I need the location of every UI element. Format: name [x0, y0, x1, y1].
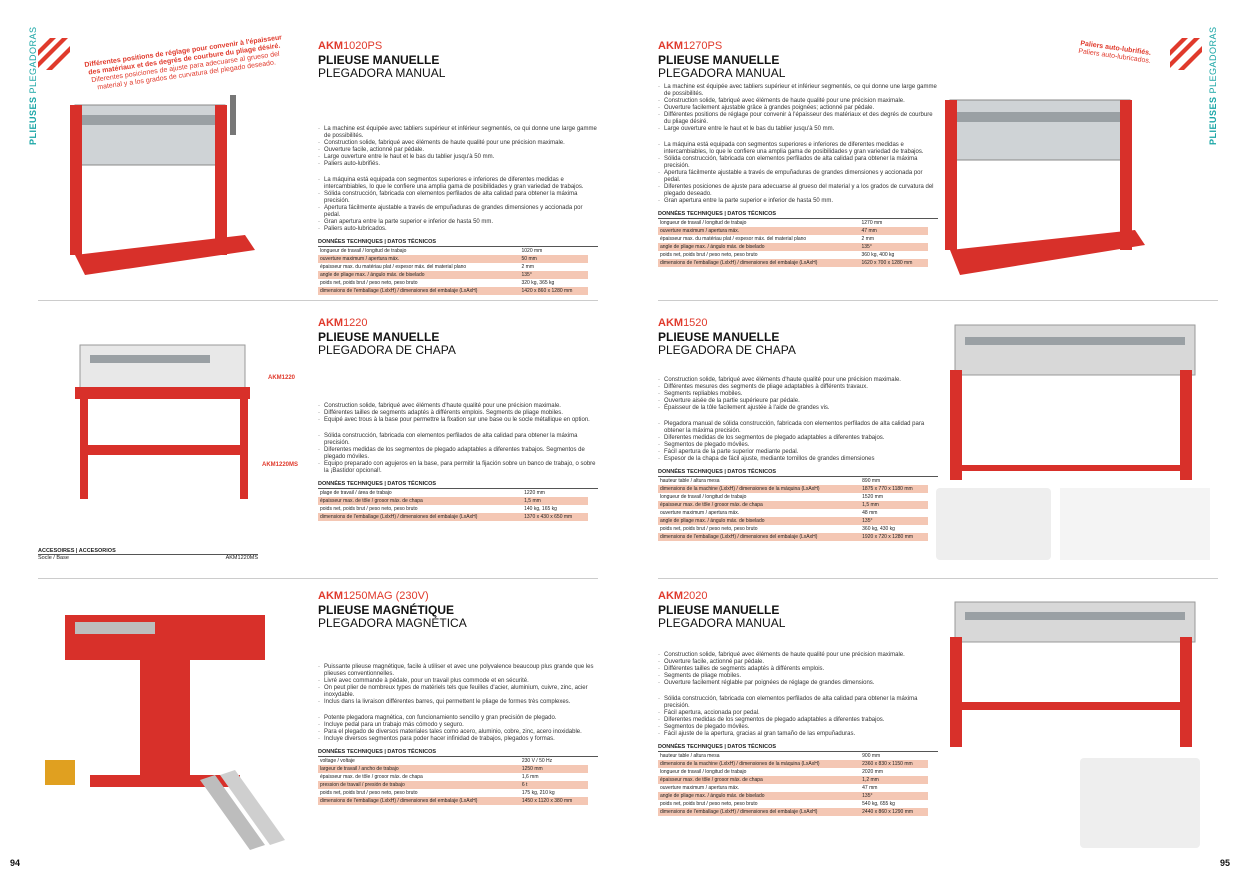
product-akm1270ps: AKM1270PS PLIEUSE MANUELLE PLEGADORA MAN… [658, 40, 938, 267]
product-title-fr: PLIEUSE MANUELLE [318, 53, 440, 67]
product-akm1250mag: AKM1250MAG (230V) PLIEUSE MAGNÉTIQUE PLE… [318, 590, 598, 805]
product-title-fr: PLIEUSE MANUELLE [318, 330, 440, 344]
akm1520-detail-image [936, 488, 1051, 560]
features-es: La máquina está equipada con segmentos s… [658, 142, 938, 205]
akm1220-machine-image [75, 344, 250, 499]
product-akm1020ps: AKM1020PS PLIEUSE MANUELLE PLEGADORA MAN… [318, 40, 598, 295]
section-divider [658, 300, 1218, 301]
section-divider [38, 300, 598, 301]
akm1250mag-machine-image [45, 615, 285, 850]
product-akm1220: AKM1220 PLIEUSE MANUELLE PLEGADORA DE CH… [318, 317, 598, 521]
spec-table-title: DONNÉES TECHNIQUES | DATOS TÉCNICOS [658, 469, 938, 477]
section-side-label: PLIEUSES PLEGADORAS [28, 26, 38, 145]
page-number: 95 [1219, 858, 1230, 868]
product-title-es: PLEGADORA MANUAL [318, 66, 446, 80]
spec-table-title: DONNÉES TECHNIQUES | DATOS TÉCNICOS [318, 749, 598, 757]
product-model: AKM1020PS [318, 40, 383, 52]
spec-table: longueur de travail / longitud de trabaj… [658, 219, 928, 267]
product-title-fr: PLIEUSE MANUELLE [658, 53, 780, 67]
features-fr: Construction solide, fabriqué avec éléme… [658, 652, 938, 687]
accessories-block: ACCESOIRES | ACCESORIOS Socle / Base AKM… [38, 548, 258, 561]
product-title-es: PLEGADORA DE CHAPA [318, 343, 456, 357]
label-akm1220: AKM1220 [268, 375, 296, 381]
brand-stripes-logo [38, 38, 70, 70]
features-es: Sólida construcción, fabricada con eleme… [658, 696, 938, 738]
features-es: La máquina está equipada con segmentos s… [318, 177, 598, 233]
spec-table-title: DONNÉES TECHNIQUES | DATOS TÉCNICOS [658, 744, 938, 752]
features-fr: Construction solide, fabriqué avec éléme… [318, 403, 598, 424]
left-page: PLIEUSES PLEGADORAS Différentes position… [0, 0, 620, 876]
brand-stripes-logo [1170, 38, 1202, 70]
page-number: 94 [10, 858, 21, 868]
spec-table-title: DONNÉES TECHNIQUES | DATOS TÉCNICOS [318, 481, 598, 489]
akm2020-detail-image [1080, 758, 1200, 848]
spec-table-title: DONNÉES TECHNIQUES | DATOS TÉCNICOS [318, 239, 598, 247]
features-fr: La machine est équipée avec tabliers sup… [318, 126, 598, 168]
product-title-fr: PLIEUSE MANUELLE [658, 330, 780, 344]
akm1520-machine-image [950, 324, 1196, 480]
product-title-es: PLEGADORA MAGNÉTICA [318, 616, 467, 630]
product-model: AKM1250MAG (230V) [318, 590, 429, 602]
label-akm1220ms: AKM1220MS [262, 462, 299, 468]
product-model: AKM1520 [658, 317, 708, 329]
features-es: Plegadora manual de sólida construcción,… [658, 421, 938, 463]
feature-callout: Paliers auto-lubrifiés. Paliers auto-lub… [1077, 40, 1152, 66]
features-es: Potente plegadora magnética, con funcion… [318, 715, 598, 743]
section-divider [658, 578, 1218, 579]
product-model: AKM2020 [658, 590, 708, 602]
product-model: AKM1220 [318, 317, 368, 329]
akm1020ps-machine-image [70, 95, 255, 275]
product-title-fr: PLIEUSE MANUELLE [658, 603, 780, 617]
features-fr: Puissante plieuse magnétique, facile à u… [318, 664, 598, 706]
features-es: Sólida construcción, fabricada con eleme… [318, 433, 598, 475]
product-akm1520: AKM1520 PLIEUSE MANUELLE PLEGADORA DE CH… [658, 317, 938, 541]
product-title-es: PLEGADORA MANUAL [658, 66, 786, 80]
spec-table-title: DONNÉES TECHNIQUES | DATOS TÉCNICOS [658, 211, 938, 219]
section-divider [38, 578, 598, 579]
product-model: AKM1270PS [658, 40, 723, 52]
features-fr: La machine est équipée avec tabliers sup… [658, 84, 938, 133]
akm2020-machine-image [950, 601, 1196, 747]
product-title-es: PLEGADORA MANUAL [658, 616, 786, 630]
spec-table: longueur de travail / longitud de trabaj… [318, 247, 588, 295]
product-akm2020: AKM2020 PLIEUSE MANUELLE PLEGADORA MANUA… [658, 590, 938, 816]
right-page: PLIEUSES PLEGADORAS Paliers auto-lubrifi… [620, 0, 1240, 876]
product-title-es: PLEGADORA DE CHAPA [658, 343, 796, 357]
features-fr: Construction solide, fabriqué avec éléme… [658, 377, 938, 412]
product-title-fr: PLIEUSE MAGNÉTIQUE [318, 603, 455, 617]
section-side-label: PLIEUSES PLEGADORAS [1208, 26, 1218, 145]
akm1220-stand-image [1060, 488, 1210, 560]
akm1270ps-machine-image [945, 99, 1145, 275]
